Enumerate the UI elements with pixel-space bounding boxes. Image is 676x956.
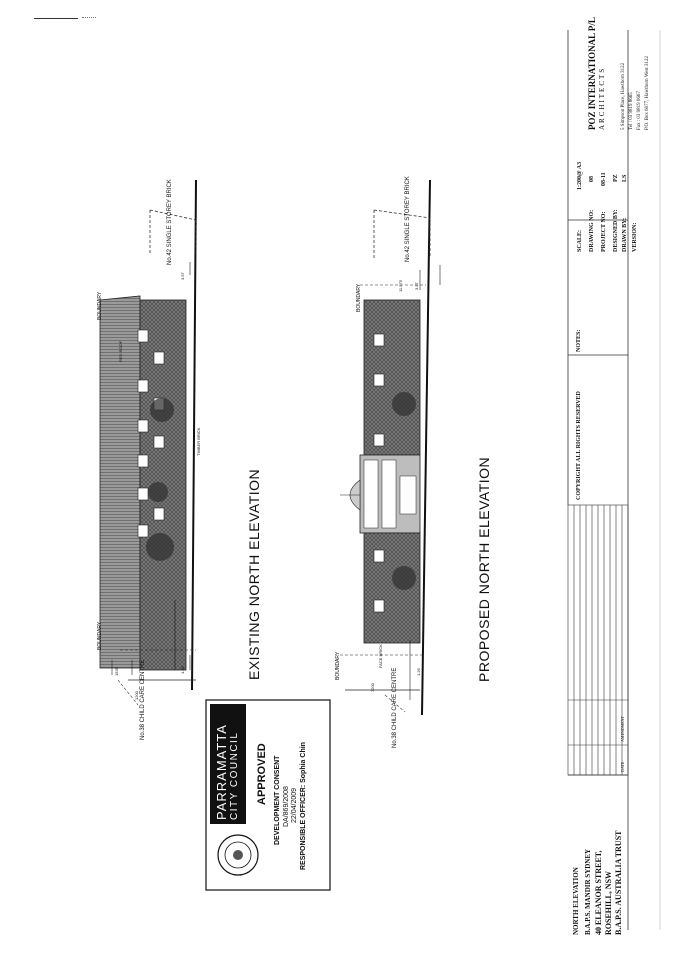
title-block-frame — [567, 30, 629, 930]
proposed-boundary-bottom: BOUNDARY — [335, 651, 341, 680]
scale-label: SCALE: — [577, 229, 583, 252]
copyright-label: COPYRIGHT ALL RIGHTS RESERVED — [576, 391, 582, 500]
proposed-dim-4: 11.575 — [398, 280, 403, 292]
project-line-4: B.A.P.S. AUSTRALIA TRUST — [614, 830, 623, 935]
proposed-boundary-top: BOUNDARY — [356, 283, 362, 312]
drawing-no-label: DRAWING NO: — [589, 209, 595, 252]
existing-dim-3: 3.57 — [180, 272, 185, 280]
existing-dim-1: 1535 — [114, 667, 119, 676]
project-no-value: 08-11 — [601, 172, 607, 186]
existing-boundary-bottom: BOUNDARY — [97, 621, 103, 650]
proposed-fence-label: FACE BRICK — [378, 644, 383, 668]
proposed-neighbour-right: No.42 SINGLE STOREY BRICK — [405, 176, 411, 262]
firm-tel: Tel : 03 9819 8665 — [629, 92, 634, 130]
existing-roof-label: RED ROOF — [118, 340, 123, 362]
proposed-dim-3: 1.26 — [416, 668, 421, 676]
stamp-da-number: DA/869/2008 — [283, 786, 290, 827]
scan-mark — [34, 18, 78, 19]
firm-fax: Fax : 03 9819 0667 — [637, 91, 642, 130]
rev-date-heading: DATE — [620, 761, 625, 772]
proposed-dim-1: 7200 — [370, 683, 375, 692]
stamp-officer: RESPONSIBLE OFFICER: Sophia Chin — [300, 742, 307, 870]
stamp-council-line2: CITY COUNCIL — [229, 731, 240, 820]
rev-amend-heading: AMENDMENT — [620, 716, 625, 742]
existing-elevation — [99, 179, 197, 706]
proposed-elevation — [340, 179, 441, 716]
designed-by-label: DESIGNED BY: — [613, 209, 619, 252]
version-label: VERSION: — [632, 222, 638, 252]
designed-by-value: PZ — [613, 174, 619, 182]
firm-po: P.O. Box 6077, Hawthorn West 3122 — [645, 56, 650, 130]
scan-mark-dots — [82, 17, 96, 19]
sheet-title: NORTH ELEVATION — [572, 867, 580, 935]
existing-elevation-title: EXISTING NORTH ELEVATION — [246, 468, 262, 680]
existing-boundary-top: BOUNDARY — [97, 291, 103, 320]
firm-name: POZ INTERNATIONAL P/L — [587, 17, 597, 130]
drawing-no-value: 08 — [589, 176, 595, 182]
scale-value: 1:200@ A3 — [577, 161, 583, 190]
existing-neighbour-right: No.42 SINGLE STOREY BRICK — [167, 179, 173, 265]
existing-dim-2: 1200 — [134, 691, 139, 700]
project-no-label: PROJECT NO: — [601, 211, 607, 252]
drawn-by-label: DRAWN BY: — [622, 218, 628, 252]
drawn-by-value: LS — [622, 174, 628, 182]
existing-wall-label: TIMBER BRICK — [196, 427, 201, 456]
proposed-elevation-title: PROPOSED NORTH ELEVATION — [476, 456, 492, 682]
proposed-neighbour-left: No.38 CHILD CARE CENTRE — [392, 667, 398, 748]
project-line-1: B.A.P.S. MANDIR SYDNEY — [584, 848, 592, 935]
stamp-approved: APPROVED — [256, 743, 268, 805]
notes-heading: NOTES: — [576, 329, 582, 352]
revision-table — [567, 504, 629, 776]
stamp-date: 22/04/2009 — [291, 787, 298, 823]
stamp-council-line1: PARRAMATTA — [214, 724, 229, 820]
proposed-dim-2: 3.57 — [414, 282, 419, 290]
firm-sub: ARCHITECTS — [598, 66, 606, 130]
project-line-3: ROSEHILL, NSW — [604, 870, 613, 935]
existing-dim-4: 1.26 — [180, 666, 185, 674]
project-line-2: 40 ELEANOR STREET, — [594, 850, 603, 935]
stamp-consent: DEVELOPMENT CONSENT — [274, 755, 281, 845]
existing-neighbour-left: No.38 CHILD CARE CENTRE — [140, 659, 146, 740]
firm-address: 5 Simpson Place, Hawthorn 3122 — [621, 62, 626, 130]
